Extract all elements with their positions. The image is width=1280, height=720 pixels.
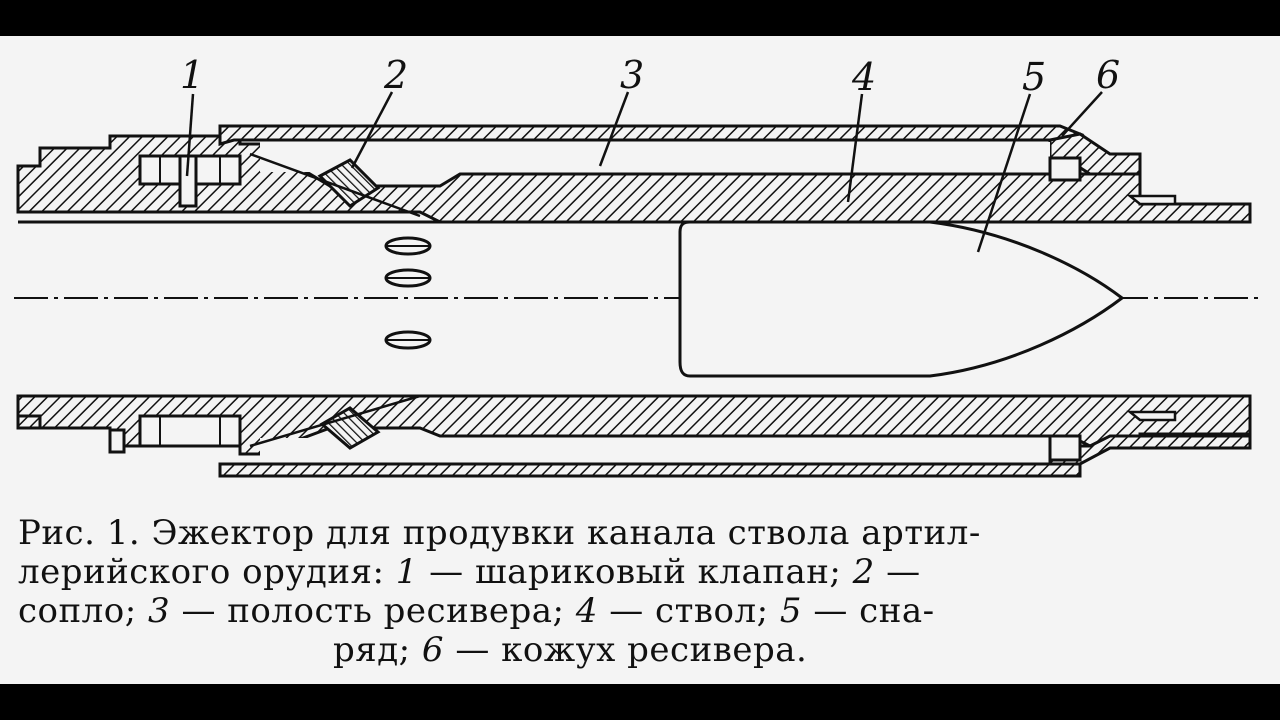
figure-caption: Рис. 1. Эжектор для продувки канала ство… <box>18 514 1266 670</box>
label-2: 2 <box>383 53 408 97</box>
front-block-upper <box>1048 156 1082 182</box>
label-4: 4 <box>851 55 876 99</box>
label-1: 1 <box>180 53 204 97</box>
label-5: 5 <box>1022 55 1046 99</box>
nozzle-lower <box>319 406 381 450</box>
ejection-holes <box>384 236 432 350</box>
receiver-cavity-upper <box>260 142 1050 172</box>
caption-line-4: ряд; 6 — кожух ресивера. <box>333 630 808 670</box>
valve-housing-lower <box>138 414 242 448</box>
label-6: 6 <box>1096 53 1120 97</box>
projectile <box>678 220 1125 378</box>
label-3: 3 <box>620 53 644 97</box>
caption-line-1: Рис. 1. Эжектор для продувки канала ство… <box>18 513 981 553</box>
receiver-jacket-lower <box>218 462 1082 478</box>
leader-lines <box>185 91 1103 253</box>
receiver-cavity-lower <box>260 438 1050 464</box>
barrel-wall-upper-left <box>16 134 1252 224</box>
figure-panel: 1 2 3 4 5 6 Рис. 1. Эжектор для продувки… <box>0 36 1280 684</box>
front-block-lower <box>1048 434 1082 462</box>
ejector-diagram: 1 2 3 4 5 6 <box>14 53 1260 478</box>
caption-line-2: лерийского орудия: 1 — шариковый клапан;… <box>18 552 921 592</box>
caption-line-3: сопло; 3 — полость ресивера; 4 — ствол; … <box>18 591 935 631</box>
jacket-collar-lower <box>1048 434 1252 466</box>
